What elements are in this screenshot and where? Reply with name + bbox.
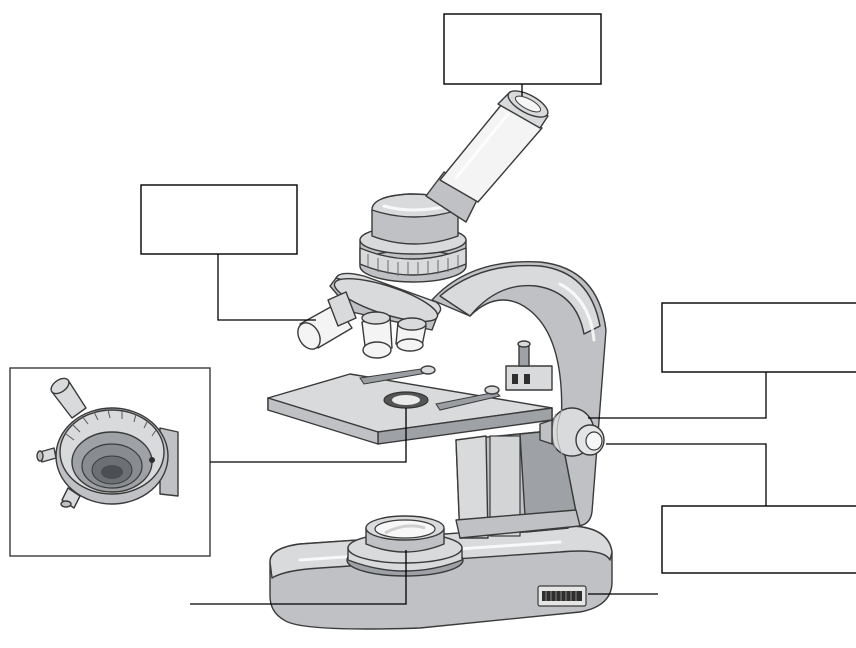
eyepiece: [425, 90, 549, 223]
leader-line-coarse-focus: [588, 372, 767, 419]
switch: [537, 585, 587, 607]
microscope-head: [359, 193, 467, 283]
diaphragm-illustration: [36, 377, 179, 509]
leader-line-diaphragm: [210, 408, 407, 463]
light-source: [346, 515, 464, 577]
fine-focus-knob: [575, 424, 605, 456]
objective-lenses: [297, 272, 442, 359]
leader-lines: [190, 84, 767, 605]
microscope-stage: [267, 365, 553, 445]
leader-line-light-source: [190, 550, 407, 605]
leader-line-fine-focus: [606, 443, 767, 506]
label-box-coarse-focus-knob[interactable]: [661, 302, 856, 373]
stage-clip-holder: [505, 340, 553, 391]
diaphragm-inset: [9, 367, 211, 557]
leader-line-objectives: [217, 254, 316, 321]
label-box-objective-lenses[interactable]: [140, 184, 298, 255]
stage-pillar: [455, 429, 581, 539]
microscope-illustration: [267, 90, 613, 630]
label-box-fine-focus-knob[interactable]: [661, 505, 856, 574]
label-box-eyepiece[interactable]: [443, 13, 602, 85]
